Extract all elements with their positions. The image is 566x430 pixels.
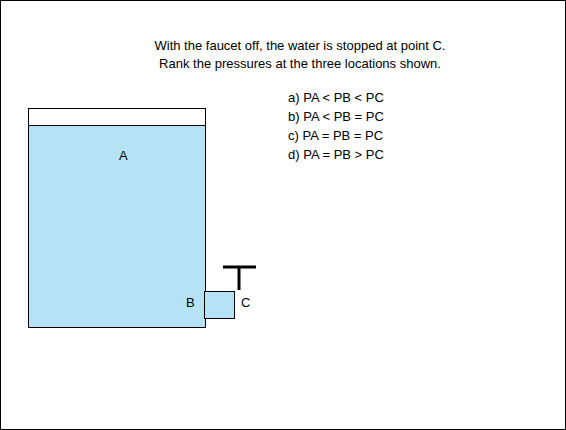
tank-water: [29, 126, 205, 327]
answer-option: a) PA < PB < PC: [288, 90, 384, 106]
faucet-stem: [238, 267, 241, 290]
point-label: B: [186, 295, 195, 311]
point-label: C: [241, 295, 250, 311]
tank-outline: [29, 109, 206, 328]
question-text: With the faucet off, the water is stoppe…: [155, 38, 446, 54]
water-surface: [29, 125, 206, 126]
point-label: A: [119, 148, 128, 164]
answer-option: b) PA < PB = PC: [288, 109, 384, 125]
question-text: Rank the pressures at the three location…: [159, 56, 441, 72]
answer-option: d) PA = PB > PC: [288, 147, 384, 163]
answer-option: c) PA = PB = PC: [288, 128, 383, 144]
faucet-spout: [205, 292, 235, 319]
